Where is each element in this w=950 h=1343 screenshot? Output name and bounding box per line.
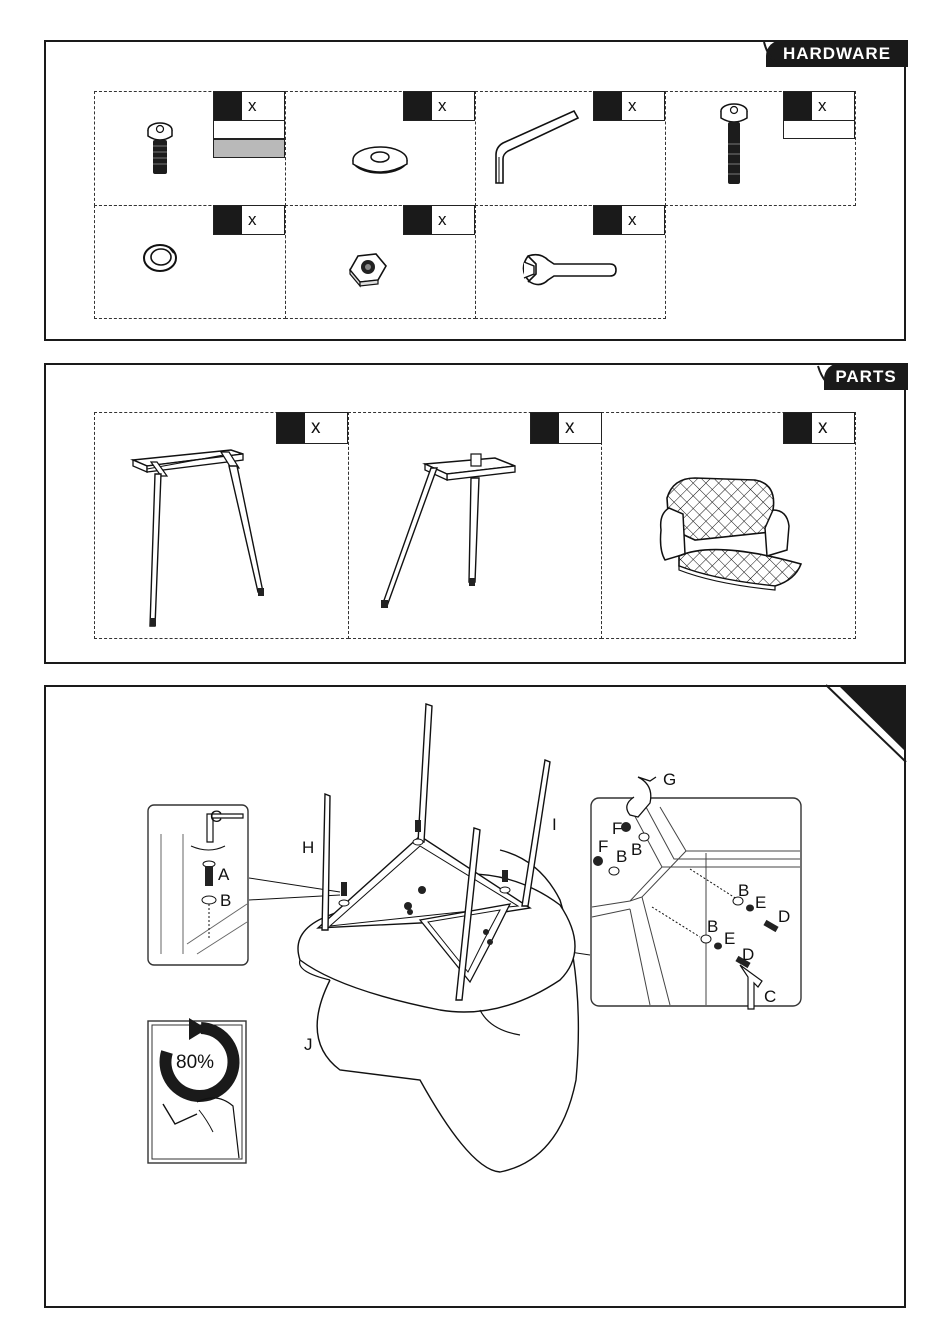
label-d2: D [742,945,754,964]
label-d1: D [778,907,790,926]
label-b2: B [616,847,627,866]
label-i: I [552,815,557,834]
label-e2: E [724,929,735,948]
label-b1: B [631,840,642,859]
label-b4: B [707,917,718,936]
label-h: H [302,838,314,857]
label-e1: E [755,893,766,912]
label-c-right: C [764,987,776,1006]
label-f1: F [612,819,622,838]
label-f2: F [598,837,608,856]
label-b3: B [738,881,749,900]
tighten-percent-label: 80% [176,1052,214,1073]
label-left-c: C [210,807,222,826]
label-left-b: B [220,891,231,910]
label-j: J [304,1035,313,1054]
label-left-a: A [218,865,230,884]
label-g: G [663,770,676,789]
